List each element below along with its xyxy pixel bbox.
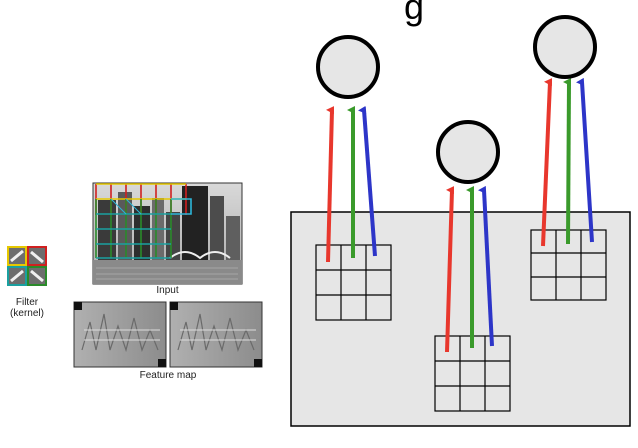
neuron-2 (436, 120, 500, 184)
arrows-set-1 (326, 105, 377, 263)
arrows-set-2 (445, 185, 494, 353)
feature-map-images (73, 301, 263, 368)
feature-map-label: Feature map (139, 370, 197, 381)
filter-label-line1: Filter (15, 297, 39, 308)
neuron-3 (533, 15, 597, 79)
filter-label-line2: (kernel) (10, 308, 44, 319)
title-fragment: g (404, 0, 425, 27)
filter-label: Filter (kernel) (2, 297, 52, 319)
input-label: Input (156, 285, 179, 296)
filter-kernel-grid (7, 246, 47, 286)
input-image (92, 182, 243, 285)
arrows-set-3 (541, 77, 594, 247)
neuron-1 (316, 35, 380, 99)
